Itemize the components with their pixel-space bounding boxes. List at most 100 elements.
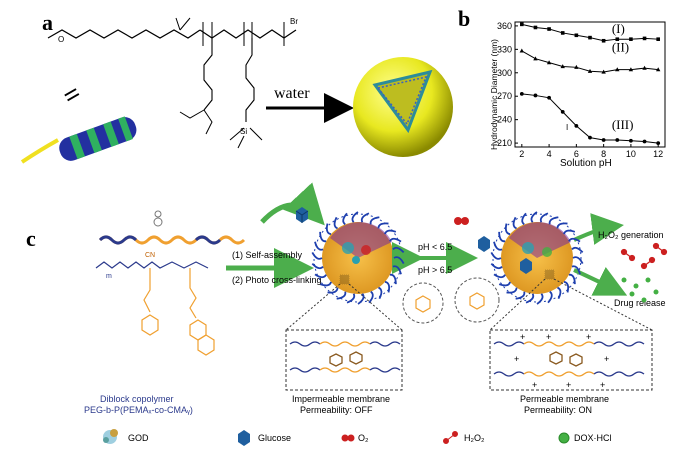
legend-h2o2: H₂O₂	[464, 433, 485, 443]
point-s1-3	[560, 64, 565, 69]
chart-frame	[514, 21, 666, 148]
zoom-protonation-on	[454, 277, 500, 323]
panel-a-label: a	[42, 10, 53, 35]
cyclohexyl-ring	[141, 314, 159, 336]
permeable-caption-1: Permeable membrane	[520, 394, 609, 404]
point-s2-1	[533, 93, 538, 98]
methyl-groups	[175, 17, 253, 38]
point-s2-9	[642, 139, 647, 144]
o2-icon	[341, 434, 355, 442]
brush-strand-0-8	[336, 291, 347, 300]
point-s2-4	[574, 124, 579, 128]
brush-strand-0-17	[333, 216, 338, 230]
brush-strand-0-18	[342, 212, 348, 226]
x-tick-label-1: 4	[547, 149, 552, 159]
point-s0-8	[629, 37, 633, 41]
y-tick-label-3: 300	[497, 68, 512, 78]
panel-b-label: b	[458, 6, 470, 31]
point-s2-3	[560, 109, 565, 114]
series-label-1: (II)	[612, 40, 629, 55]
polymer-cartoon-tail	[20, 138, 59, 164]
drug-release-label: Drug release	[614, 298, 666, 308]
svg-text:+: +	[520, 332, 525, 342]
brush-strand-0-10	[319, 281, 332, 287]
polymer-brush	[311, 211, 584, 305]
brush-strand-0-15	[319, 231, 327, 243]
brush-strand-0-16	[325, 223, 332, 236]
point-s2-7	[615, 138, 620, 142]
point-s2-8	[629, 138, 633, 143]
zoom-ring-on	[469, 292, 485, 310]
brush-strand-1-18	[521, 212, 527, 226]
impermeable-caption-2: Permeability: OFF	[300, 405, 373, 415]
brush-strand-0-12	[311, 262, 324, 270]
point-s0-3	[560, 31, 565, 35]
o2-molecule-top	[454, 217, 469, 225]
brush-strand-1-0	[572, 256, 584, 264]
pendant-group	[153, 217, 163, 227]
brush-strand-1-24	[568, 237, 581, 243]
legend-o2: O₂	[358, 433, 369, 443]
polymer-caption-1: Diblock copolymer	[100, 394, 174, 404]
amine-ethyls	[179, 109, 213, 135]
polymer-caption-2: PEG-b-P(PEMAₓ-co-CMAᵧ)	[84, 405, 193, 415]
series-label-0: (I)	[612, 21, 625, 36]
brush-strand-0-21	[369, 216, 380, 225]
y-tick-label-1: 240	[497, 115, 512, 125]
point-s2-0	[519, 91, 524, 96]
brush-strand-1-5	[547, 290, 553, 304]
point-s2-6	[601, 138, 606, 142]
y-tick-label-5: 360	[497, 21, 512, 31]
x-tick-label-5: 12	[653, 149, 663, 159]
brush-strand-0-5	[368, 290, 374, 304]
brush-strand-0-20	[360, 212, 370, 223]
vesicle-on	[492, 213, 582, 303]
ph-high-label: pH > 6.5	[418, 265, 452, 275]
cn-label: CN	[145, 252, 155, 259]
point-s2-5	[588, 135, 592, 140]
positive-charges: +++ +++ ++	[514, 332, 609, 390]
dox-icon	[558, 432, 570, 444]
brush-strand-1-8	[515, 291, 526, 300]
repeat-unit-m: m	[106, 273, 112, 280]
membrane-box-off	[285, 329, 403, 391]
brush-strand-0-22	[377, 222, 389, 229]
step-self-assembly: (1) Self-assembly	[232, 250, 303, 260]
brush-strand-0-7	[346, 293, 356, 304]
silicon-atom: Si	[240, 127, 247, 136]
x-tick-label-2: 6	[574, 149, 579, 159]
h2o2-out-arrow	[573, 213, 624, 245]
point-s2-10	[656, 141, 661, 145]
glucose-cube-mid	[478, 236, 490, 252]
peg-structure	[95, 261, 209, 269]
point-s0-0	[520, 22, 524, 27]
point-s0-4	[574, 33, 579, 38]
point-s0-10	[656, 37, 660, 41]
brush-strand-0-6	[357, 293, 365, 305]
impermeable-caption-1: Impermeable membrane	[292, 394, 390, 404]
brush-strand-1-23	[563, 229, 576, 235]
brush-strand-1-1	[571, 265, 581, 275]
point-s2-2	[547, 95, 551, 100]
brush-strand-1-17	[512, 216, 517, 230]
legend: GOD Glucose O₂ H₂O₂ DOX·HCl	[103, 429, 612, 446]
membrane-box-on	[489, 329, 653, 391]
glucose-icon	[238, 430, 250, 446]
brush-strand-1-21	[548, 216, 559, 225]
brush-strand-0-3	[384, 280, 391, 293]
bromine-atom: Br	[290, 17, 298, 26]
brush-strand-1-2	[568, 273, 576, 285]
x-tick-label-4: 10	[626, 149, 636, 159]
brush-strand-1-12	[490, 262, 503, 270]
coumarin-ring-2	[197, 334, 215, 356]
brush-strand-0-19	[351, 211, 359, 223]
side-chain-amine	[203, 38, 213, 111]
series-line-2	[521, 93, 659, 144]
equals-sign: =	[58, 78, 87, 113]
brush-strand-1-9	[506, 287, 518, 294]
point-s1-7	[615, 67, 620, 72]
brush-strand-1-4	[557, 286, 562, 300]
h2o2-molecules	[620, 242, 668, 270]
